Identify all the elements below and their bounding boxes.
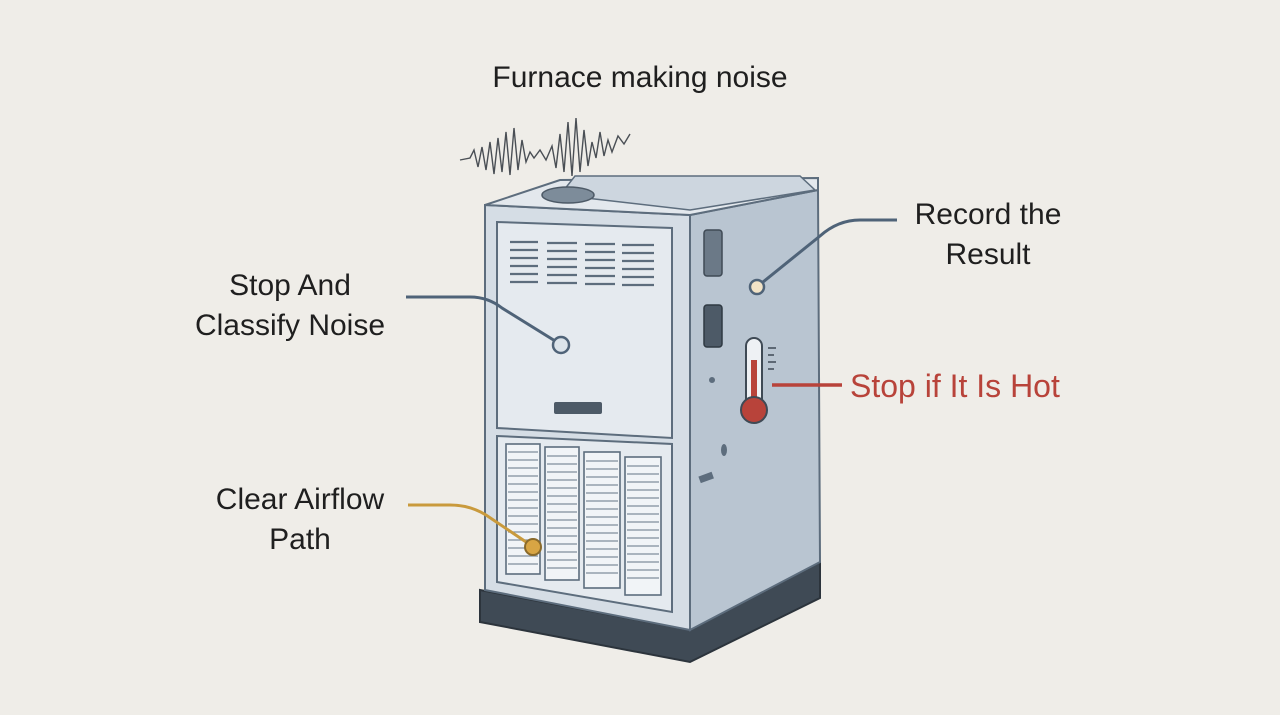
leader-classify <box>406 295 571 355</box>
leader-airflow <box>408 503 542 556</box>
upper-louvers <box>510 240 654 287</box>
callout-classify-line2: Classify Noise <box>194 309 386 342</box>
callout-airflow-line1: Clear Airflow <box>215 483 385 516</box>
side-switch-lower <box>703 304 723 348</box>
filter-grilles <box>505 443 662 596</box>
callout-clear-airflow-path: Clear Airflow Path <box>180 480 420 560</box>
callout-stop-classify-noise: Stop And Classify Noise <box>170 266 410 346</box>
callout-airflow-line2: Path <box>269 523 331 556</box>
callout-classify-line1: Stop And <box>229 269 351 302</box>
callout-record-result: Record the Result <box>878 195 1098 275</box>
callout-record-line2: Result <box>945 238 1031 271</box>
furnace-illustration <box>479 175 822 664</box>
side-switch-upper <box>703 229 723 277</box>
furnace-top-cap <box>541 186 595 204</box>
callout-stop-if-hot: Stop if It Is Hot <box>850 368 1060 404</box>
door-handle <box>554 402 602 414</box>
diagram-title: Furnace making noise <box>492 61 788 94</box>
thermometer-icon <box>740 337 776 424</box>
leader-record <box>748 218 897 296</box>
sound-wave-icon <box>459 117 631 177</box>
callout-record-line1: Record the <box>914 198 1062 231</box>
